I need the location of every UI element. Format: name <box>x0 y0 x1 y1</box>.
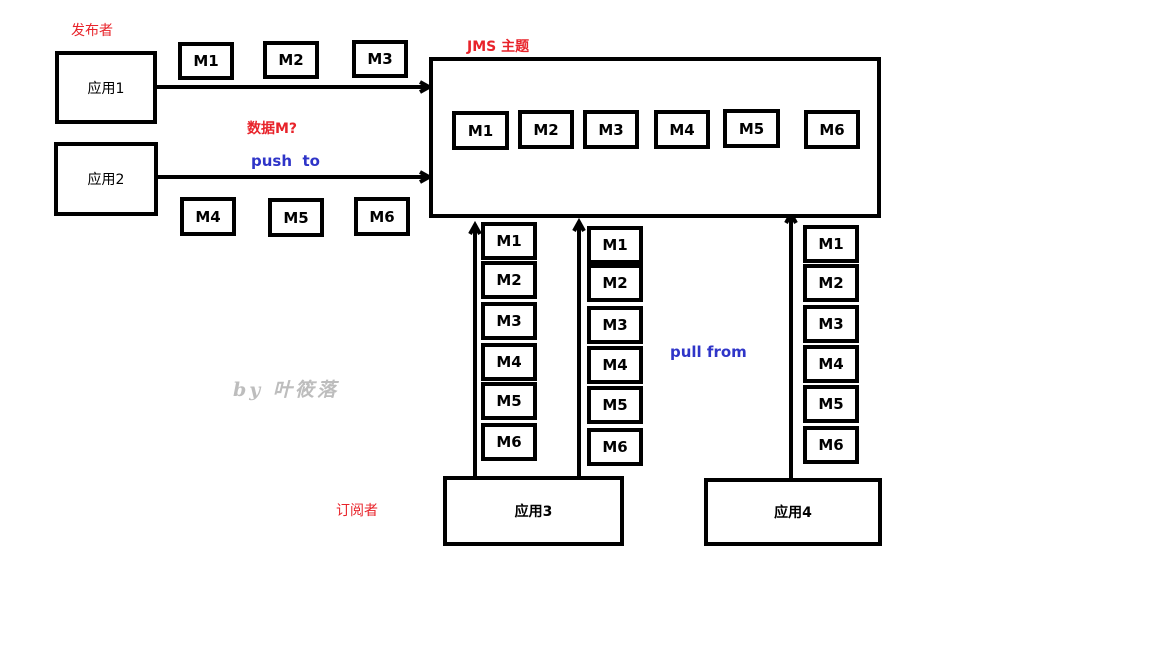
message-box: M5 <box>723 109 780 148</box>
message-box: M6 <box>587 428 643 466</box>
message-box: M2 <box>587 264 643 302</box>
message-label: M2 <box>496 271 522 289</box>
pull-arrowhead-left <box>468 220 482 235</box>
message-box: M3 <box>352 40 408 78</box>
message-box: M5 <box>481 382 537 420</box>
message-box: M6 <box>481 423 537 461</box>
message-label: M3 <box>818 315 844 333</box>
message-label: M1 <box>496 232 522 250</box>
message-box: M2 <box>263 41 319 79</box>
message-label: M5 <box>818 395 844 413</box>
message-label: M3 <box>367 50 393 68</box>
message-label: M2 <box>278 51 304 69</box>
message-box: M5 <box>587 386 643 424</box>
message-label: M2 <box>818 274 844 292</box>
message-label: M5 <box>283 208 309 227</box>
message-label: M5 <box>496 392 522 410</box>
message-label: M5 <box>602 396 628 414</box>
message-label: M4 <box>818 355 844 373</box>
message-box: M3 <box>587 306 643 344</box>
message-box: M1 <box>481 222 537 260</box>
message-box: M2 <box>803 264 859 302</box>
push-to-label: push to <box>251 152 320 170</box>
pull-arrowhead-middle <box>572 217 586 232</box>
message-box: M1 <box>178 42 234 80</box>
message-box: M4 <box>481 343 537 381</box>
app1-box: 应用1 <box>55 51 157 124</box>
message-label: M4 <box>195 207 221 226</box>
message-box: M2 <box>518 110 574 149</box>
message-box: M6 <box>804 110 860 149</box>
pull-from-label: pull from <box>670 343 747 361</box>
message-box: M6 <box>354 197 410 236</box>
message-label: M6 <box>369 207 395 226</box>
app4-label: 应用4 <box>774 505 812 521</box>
message-box: M3 <box>803 305 859 343</box>
message-box: M1 <box>803 225 859 263</box>
app2-box: 应用2 <box>54 142 158 216</box>
message-box: M1 <box>587 226 643 264</box>
data-question-label: 数据M? <box>247 121 298 137</box>
message-label: M4 <box>669 120 695 139</box>
message-label: M1 <box>818 235 844 253</box>
publisher-label: 发布者 <box>71 23 113 39</box>
message-box: M3 <box>481 302 537 340</box>
app2-label: 应用2 <box>87 172 125 188</box>
message-box: M1 <box>452 111 509 150</box>
app3-label: 应用3 <box>514 504 553 520</box>
message-box: M4 <box>654 110 710 149</box>
message-label: M1 <box>467 121 494 140</box>
message-label: M2 <box>533 120 559 139</box>
subscriber-label: 订阅者 <box>336 503 378 519</box>
message-label: M2 <box>602 274 628 292</box>
message-label: M6 <box>819 120 845 139</box>
message-box: M5 <box>803 385 859 423</box>
topic-title: JMS 主题 <box>467 39 530 55</box>
app4-box: 应用4 <box>704 478 882 546</box>
message-label: M4 <box>602 356 628 374</box>
message-label: M1 <box>193 52 219 70</box>
message-box: M5 <box>268 198 324 237</box>
message-label: M3 <box>496 312 522 330</box>
message-box: M4 <box>803 345 859 383</box>
message-box: M4 <box>180 197 236 236</box>
app3-box: 应用3 <box>443 476 624 546</box>
message-label: M5 <box>738 119 765 138</box>
message-box: M2 <box>481 261 537 299</box>
message-box: M4 <box>587 346 643 384</box>
message-box: M6 <box>803 426 859 464</box>
message-label: M3 <box>598 120 624 139</box>
message-box: M3 <box>583 110 639 149</box>
app1-label: 应用1 <box>87 80 125 97</box>
message-label: M3 <box>602 316 628 334</box>
message-label: M6 <box>602 438 628 456</box>
author-watermark: by 叶筱落 <box>233 379 339 401</box>
message-label: M6 <box>818 436 844 454</box>
message-label: M6 <box>496 433 522 451</box>
message-label: M1 <box>602 236 628 254</box>
message-label: M4 <box>496 353 522 371</box>
